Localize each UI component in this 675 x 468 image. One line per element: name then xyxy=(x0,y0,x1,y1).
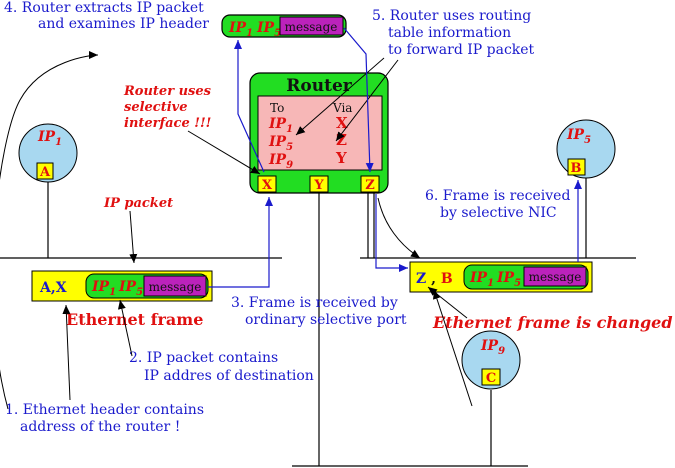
port-y-label: Y xyxy=(313,178,324,193)
arrow-port-x-to-extract xyxy=(234,40,265,173)
right-frame-src: IP1 xyxy=(469,270,494,289)
note-6: 6. Frame is received by selective NIC xyxy=(425,188,575,221)
router-title: Router xyxy=(286,76,352,96)
note-5: 5. Router uses routing table information… xyxy=(372,8,536,58)
extracted-packet-message: message xyxy=(285,20,338,34)
right-ethernet-frame: Z , B IP1 IP5 message Ethernet frame is … xyxy=(409,261,675,332)
arrow-frame-to-port-x xyxy=(208,197,273,288)
routing-table-via-header: Via xyxy=(332,101,352,115)
arrow-port-z-to-frame xyxy=(375,194,408,272)
arrow-note2-packet xyxy=(117,299,133,357)
left-frame-payload xyxy=(143,275,207,297)
right-frame-dst: IP5 xyxy=(496,270,521,289)
host-a-nic xyxy=(36,162,54,180)
arrow-note1-header xyxy=(62,304,71,401)
host-b-mac: B xyxy=(571,161,582,176)
host-c-nic xyxy=(481,368,501,386)
extracted-packet-payload xyxy=(279,16,344,36)
right-frame-header: Z , B xyxy=(416,271,453,287)
left-frame-src: IP1 xyxy=(91,279,116,298)
left-frame-message: message xyxy=(149,280,202,294)
note-2: 2. IP packet contains IP addres of desti… xyxy=(129,350,314,384)
host-b-circle xyxy=(556,119,616,179)
route-via-9: Y xyxy=(335,149,347,167)
host-c-circle xyxy=(461,330,521,390)
arrow-router-uses xyxy=(187,130,261,175)
router: Router To Via IP1 IP5 IP9 X Z Y X Y Z xyxy=(249,72,389,194)
port-x-label: X xyxy=(262,178,273,193)
host-c[interactable]: IP9 C xyxy=(461,330,521,390)
route-via-1: X xyxy=(336,114,348,132)
port-z-label: Z xyxy=(365,178,375,193)
arrow-extract-to-port-z xyxy=(343,27,374,173)
route-to-1: IP1 xyxy=(268,116,293,135)
extracted-packet-dst: IP5 xyxy=(256,20,281,39)
right-frame-label: Ethernet frame is changed ! xyxy=(432,313,675,332)
note-1: 1. Ethernet header contains address of t… xyxy=(5,402,208,435)
extracted-ip-packet: IP1 IP5 message xyxy=(221,14,347,39)
right-frame-payload xyxy=(523,266,587,287)
host-b[interactable]: IP5 B xyxy=(556,119,616,179)
port-x[interactable] xyxy=(257,175,277,193)
host-a[interactable]: IP1 A xyxy=(18,123,78,183)
note-4: 4. Router extracts IP packet and examine… xyxy=(4,0,209,32)
left-frame-label: Ethernet frame xyxy=(66,310,203,329)
arrow-note1-curve xyxy=(0,51,99,410)
left-frame-header: A,X xyxy=(39,280,67,296)
right-frame-message: message xyxy=(529,270,582,284)
port-y[interactable] xyxy=(309,175,329,193)
host-b-ip: IP5 xyxy=(566,127,591,146)
arrow-ip-packet xyxy=(129,210,138,264)
host-c-mac: C xyxy=(486,371,496,386)
left-frame-dst: IP5 xyxy=(118,279,143,298)
port-z[interactable] xyxy=(360,175,380,193)
host-a-ip: IP1 xyxy=(37,129,62,148)
host-a-circle xyxy=(18,123,78,183)
extracted-packet-src: IP1 xyxy=(228,20,253,39)
route-to-5: IP5 xyxy=(268,134,293,153)
arrow-host-c-frame xyxy=(433,289,473,407)
arrow-router-frame xyxy=(377,197,421,259)
router-uses-label: Router uses selective interface !!! xyxy=(123,84,215,131)
host-a-mac: A xyxy=(39,165,51,180)
host-c-ip: IP9 xyxy=(480,338,505,357)
ip-packet-label: IP packet xyxy=(103,196,173,211)
route-to-9: IP9 xyxy=(268,152,293,171)
host-b-nic xyxy=(567,158,586,176)
routing-table-to-header: To xyxy=(270,101,284,115)
arrow-note5-ip5 xyxy=(295,57,385,136)
left-ethernet-frame: A,X IP1 IP5 message Ethernet frame xyxy=(31,270,213,329)
note-3: 3. Frame is received by ordinary selecti… xyxy=(231,295,407,328)
